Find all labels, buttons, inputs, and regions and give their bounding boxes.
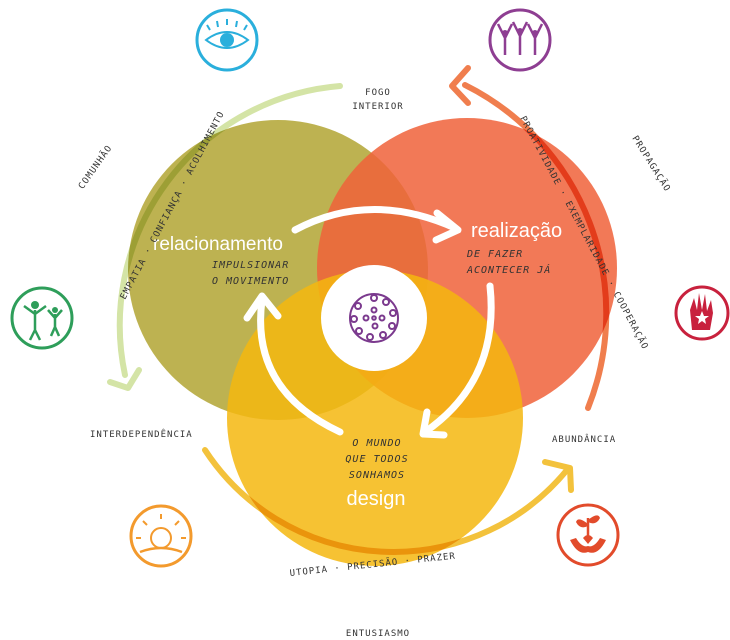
yellow-arrowhead	[542, 459, 574, 493]
design-circle	[227, 270, 523, 566]
propagacao-label: PROPAGAÇÃO	[629, 134, 672, 194]
design-sub-line2: QUE TODOS	[345, 454, 408, 465]
dots-circle-icon	[349, 293, 399, 343]
entusiasmo-label: ENTUSIASMO	[346, 629, 410, 639]
comunhao-label: COMUNHÃO	[76, 143, 114, 191]
eye-icon	[195, 8, 259, 72]
relacionamento-sub-line2: O MOVIMENTO	[212, 276, 289, 287]
inner-arrow-top	[291, 206, 459, 234]
realizacao-title: realização	[471, 220, 562, 242]
realizacao-sub-line1: DE FAZER	[466, 249, 523, 260]
design-sub-line1: O MUNDO	[352, 438, 401, 449]
interior-label: INTERIOR	[352, 102, 403, 112]
relacionamento-title: relacionamento	[153, 234, 283, 255]
design-sub-line3: SONHAMOS	[349, 470, 405, 481]
fogo-label: FOGO	[365, 88, 391, 98]
adult-child-icon	[10, 286, 74, 350]
hands-plant-icon	[556, 503, 620, 567]
hand-star-icon	[674, 285, 730, 341]
inner-arrow-left	[257, 296, 344, 436]
sunrise-icon	[129, 504, 193, 568]
relacionamento-sub-line1: IMPULSIONAR	[212, 260, 289, 271]
inner-arrow-right	[421, 282, 495, 436]
center-disc	[321, 265, 427, 371]
people-raised-hands-icon	[488, 8, 552, 72]
realizacao-sub-line2: ACONTECER JÁ	[466, 263, 551, 276]
interdependencia-label: INTERDEPENDÊNCIA	[90, 428, 193, 440]
abundancia-label: ABUNDÂNCIA	[552, 433, 616, 445]
design-title: design	[347, 488, 406, 510]
inner-arrowhead-top	[432, 209, 462, 244]
inner-arrowhead-left	[243, 292, 282, 322]
green-arrowhead	[107, 367, 142, 391]
inner-arrowhead-right	[419, 408, 448, 439]
orange-arrowhead	[449, 65, 471, 106]
